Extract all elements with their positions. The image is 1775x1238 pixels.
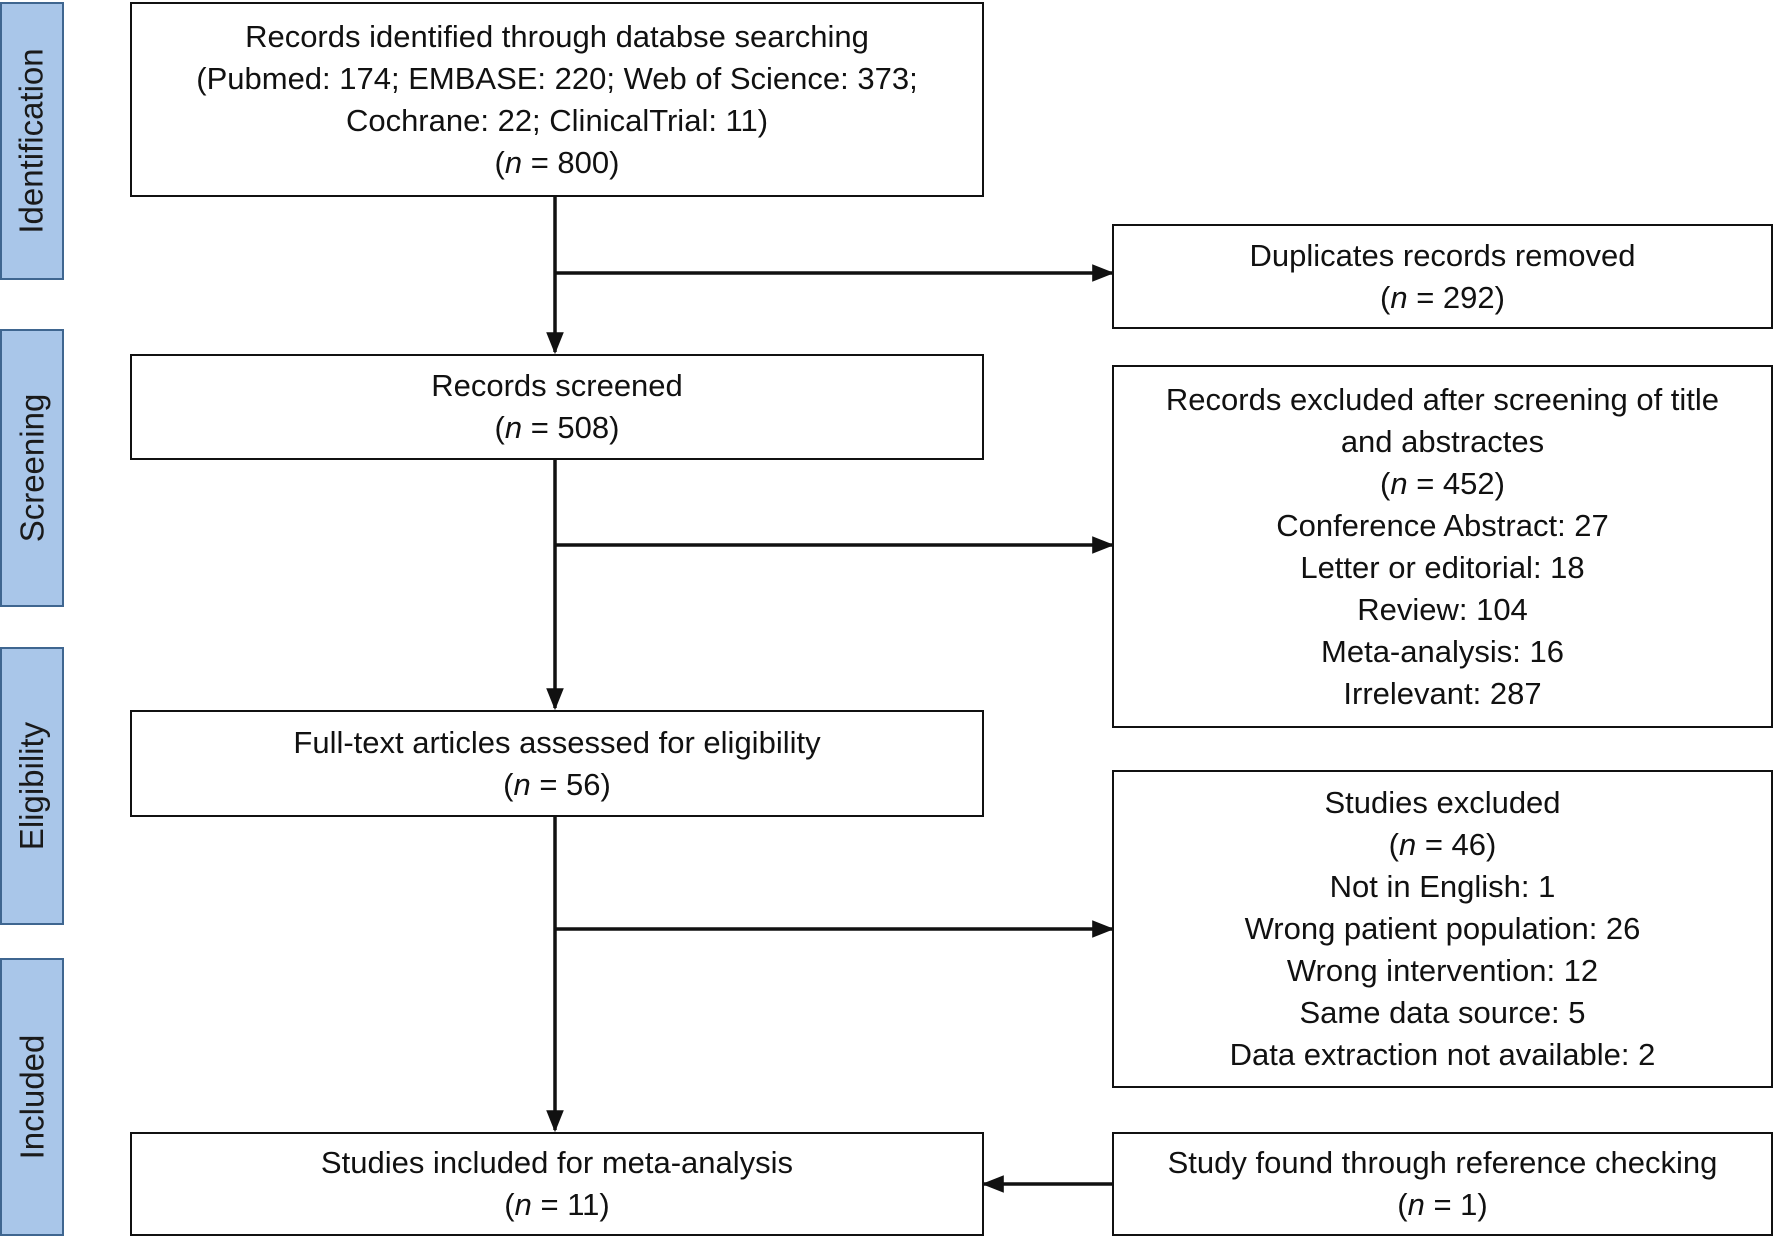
box-records-screened: Records screened (n = 508) xyxy=(130,354,984,460)
excluded-screening-line-1: Records excluded after screening of titl… xyxy=(1165,381,1720,417)
excluded-reason-english: Not in English: 1 xyxy=(1329,869,1556,904)
excluded-screening-line-2: and abstractes xyxy=(1340,423,1545,459)
box-studies-included: Studies included for meta-analysis (n = … xyxy=(130,1132,984,1236)
studies-excluded-count: (n = 46) xyxy=(1388,827,1497,862)
excluded-reason-meta: Meta-analysis: 16 xyxy=(1321,633,1564,669)
stage-identification: Identification xyxy=(0,2,64,280)
excluded-reason-intervention: Wrong intervention: 12 xyxy=(1286,953,1599,988)
excluded-reason-population: Wrong patient population: 26 xyxy=(1244,911,1641,946)
box-fulltext-assessed: Full-text articles assessed for eligibil… xyxy=(130,710,984,817)
fulltext-line-1: Full-text articles assessed for eligibil… xyxy=(293,724,821,760)
included-count: (n = 11) xyxy=(504,1187,610,1222)
box-records-excluded-screening: Records excluded after screening of titl… xyxy=(1112,365,1773,728)
excluded-reason-letter: Letter or editorial: 18 xyxy=(1300,549,1585,585)
box-reference-checking: Study found through reference checking (… xyxy=(1112,1132,1773,1236)
box-records-identified: Records identified through databse searc… xyxy=(130,2,984,197)
identified-line-1: Records identified through databse searc… xyxy=(245,18,869,54)
screened-count: (n = 508) xyxy=(494,410,620,445)
excluded-reason-irrelevant: Irrelevant: 287 xyxy=(1343,675,1542,711)
identified-line-2: (Pubmed: 174; EMBASE: 220; Web of Scienc… xyxy=(196,60,918,96)
reference-count: (n = 1) xyxy=(1397,1187,1488,1222)
stage-eligibility: Eligibility xyxy=(0,647,64,925)
stage-included: Included xyxy=(0,958,64,1236)
identified-line-3: Cochrane: 22; ClinicalTrial: 11) xyxy=(345,102,769,138)
excluded-screening-count: (n = 452) xyxy=(1380,465,1505,501)
excluded-reason-extraction: Data extraction not available: 2 xyxy=(1229,1037,1656,1072)
excluded-reason-review: Review: 104 xyxy=(1357,591,1528,627)
box-duplicates-removed: Duplicates records removed (n = 292) xyxy=(1112,224,1773,329)
identified-count: (n = 800) xyxy=(494,144,620,180)
reference-line-1: Study found through reference checking xyxy=(1167,1145,1718,1180)
box-studies-excluded: Studies excluded (n = 46) Not in English… xyxy=(1112,770,1773,1088)
excluded-reason-same-source: Same data source: 5 xyxy=(1299,995,1586,1030)
fulltext-count: (n = 56) xyxy=(503,766,611,802)
studies-excluded-line-1: Studies excluded xyxy=(1324,785,1561,820)
excluded-reason-conference: Conference Abstract: 27 xyxy=(1276,507,1609,543)
stage-screening: Screening xyxy=(0,329,64,607)
screened-line-1: Records screened xyxy=(431,368,683,403)
duplicates-line-1: Duplicates records removed xyxy=(1249,237,1636,273)
duplicates-count: (n = 292) xyxy=(1380,279,1505,315)
included-line-1: Studies included for meta-analysis xyxy=(320,1145,794,1180)
